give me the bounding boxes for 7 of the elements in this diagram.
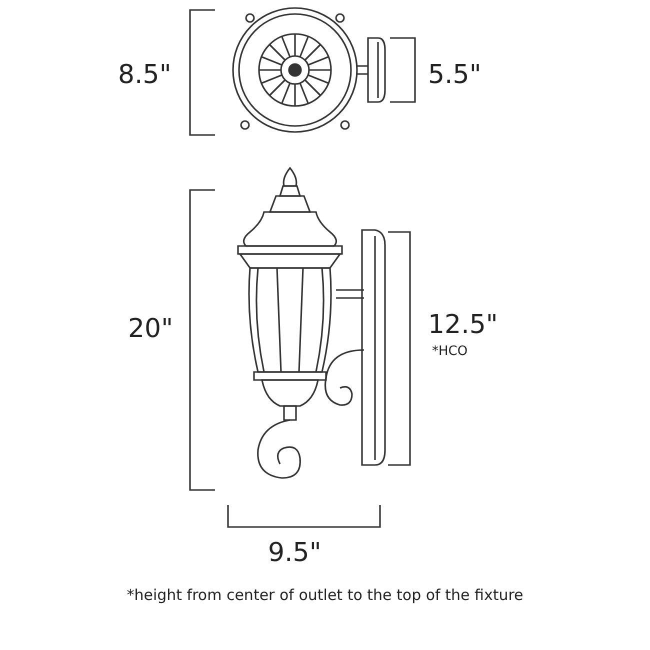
footnote-mark: *HCO xyxy=(432,345,468,358)
dimension-label: 8.5" xyxy=(118,62,172,88)
dimension-label: 12.5" xyxy=(428,312,498,338)
dimension-label: 5.5" xyxy=(428,62,482,88)
dimension-label: 9.5" xyxy=(268,540,322,566)
dimension-label: 20" xyxy=(128,316,174,342)
caption: *height from center of outlet to the top of the fixture xyxy=(126,588,524,603)
